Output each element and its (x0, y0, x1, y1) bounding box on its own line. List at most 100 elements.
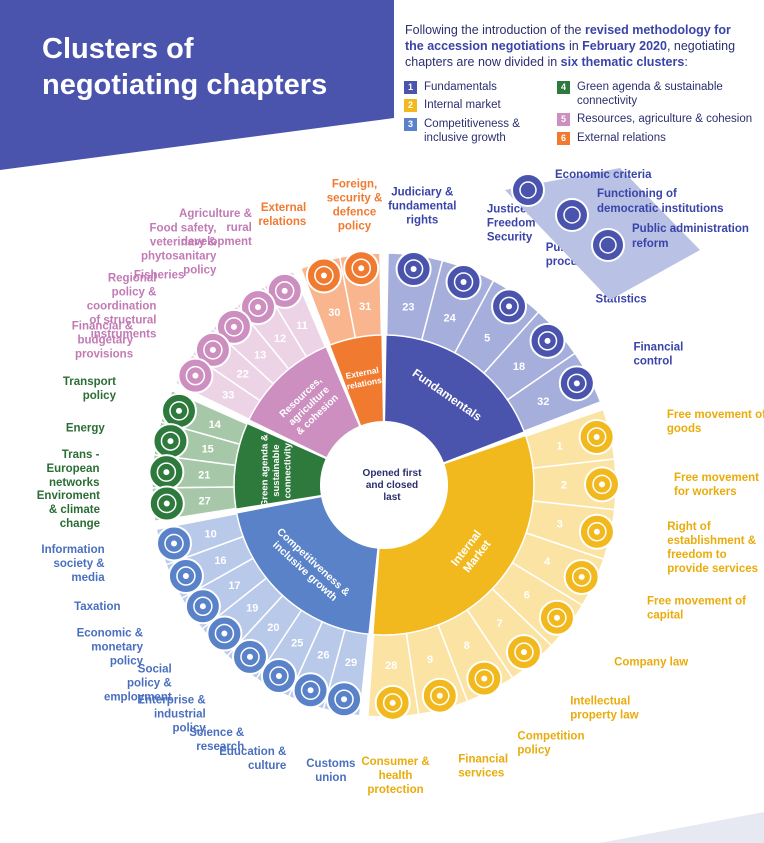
legend-label: Green agenda & sustainable connectivity (577, 81, 723, 107)
cluster-name: Green agenda &sustainableconnectivity (259, 434, 293, 507)
podium-icon (466, 660, 503, 697)
chapter-number: 33 (222, 390, 234, 402)
chapter-number: 5 (484, 333, 490, 345)
legend-label: Fundamentals (424, 81, 497, 93)
extra-label: Economic criteria (555, 169, 652, 181)
chapter-number: 25 (291, 638, 303, 650)
coins-icon (511, 173, 545, 207)
legend-number-badge: 1 (404, 81, 417, 94)
legend-number-badge: 3 (404, 118, 417, 131)
chapter-number: 11 (296, 320, 308, 332)
cluster-band-internal_market (373, 436, 534, 635)
theatre-masks-icon (292, 672, 329, 709)
recycle-icon (148, 485, 185, 522)
factory-icon (231, 638, 268, 675)
intro-highlight-date: February 2020 (582, 39, 667, 53)
bottom-right-corner (600, 812, 764, 843)
header-banner (0, 0, 394, 170)
chapter-label: Science &research (189, 727, 244, 753)
intro-paragraph: Following the introduction of the revise… (405, 22, 750, 70)
cluster-band-fundamentals (385, 335, 525, 463)
chapter-number: 12 (274, 333, 286, 345)
page-title-line-2: negotiating chapters (42, 69, 327, 101)
chapter-number: 28 (385, 660, 397, 672)
bar-chart-icon (529, 322, 566, 359)
chart-icon (421, 677, 458, 714)
chapter-number: 29 (345, 657, 357, 669)
fish-icon (215, 308, 252, 345)
car-icon (160, 392, 197, 429)
chapter-number: 26 (317, 649, 329, 661)
road-icon (148, 454, 185, 491)
legend-label: External relations (577, 132, 666, 144)
chapter-number: 4 (544, 556, 551, 568)
legend-label: Competitiveness & inclusive growth (424, 118, 520, 144)
chapter-number: 19 (246, 603, 258, 615)
globe-icon (563, 558, 600, 595)
truck-icon (578, 513, 615, 550)
people-icon (555, 198, 589, 232)
people-icon (206, 615, 243, 652)
boxes-icon (578, 418, 615, 455)
molecule-icon (260, 658, 297, 695)
intro-highlight-methodology: revised methodology for the accession ne… (405, 23, 731, 53)
page-title-line-1: Clusters of (42, 33, 194, 65)
chapter-label: Energy (66, 423, 106, 435)
worker-icon (583, 466, 620, 503)
chapter-number: 24 (444, 312, 457, 324)
cluster-band-competitiveness (236, 497, 378, 635)
center-disc (322, 423, 446, 547)
intro-part-2: in (565, 39, 583, 53)
people-icon (194, 331, 231, 368)
chapter-number: 32 (537, 396, 549, 408)
chapter-number: 23 (402, 302, 414, 314)
chapter-number: 1 (557, 440, 563, 452)
chapter-number: 6 (524, 590, 530, 602)
chapter-number: 31 (359, 301, 371, 313)
chapter-number: 27 (199, 495, 211, 507)
chapter-number: 21 (198, 469, 210, 481)
intro-part-3: , negotiating chapters are now divided i… (405, 39, 736, 69)
chapter-label: Justice,Freedom &Security (487, 203, 547, 243)
chapter-number: 22 (237, 368, 249, 380)
document-icon (538, 599, 575, 636)
chapter-label: Education &culture (219, 746, 286, 772)
contract-icon (491, 288, 528, 325)
chapter-label: Fisheries (134, 270, 185, 282)
cluster-band-resources (249, 346, 359, 457)
chapter-label: Statistics (596, 294, 647, 306)
coin-stack-icon (558, 365, 595, 402)
legend-number-badge: 4 (557, 81, 570, 94)
chapter-label: Company law (614, 657, 688, 669)
legend-number-badge: 2 (404, 99, 417, 112)
chapter-number: 20 (267, 622, 279, 634)
heart-hands-icon (374, 684, 411, 721)
cluster-band-external (330, 335, 383, 426)
checklist-icon (177, 357, 214, 394)
legend-label: Internal market (424, 99, 501, 111)
barrier-icon (326, 681, 363, 718)
chapter-label: Taxation (74, 601, 120, 613)
coin-stack-icon (184, 588, 221, 625)
